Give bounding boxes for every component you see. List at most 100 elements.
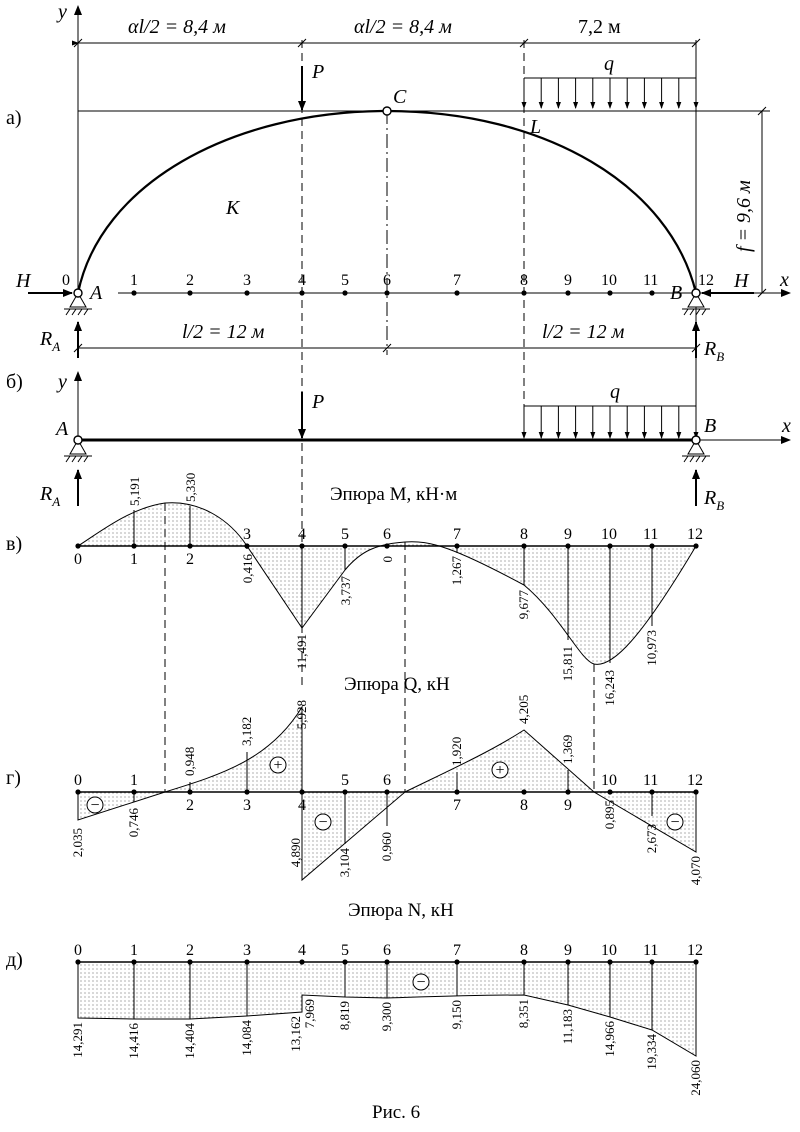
section-point bbox=[75, 959, 81, 965]
section-point bbox=[521, 789, 527, 795]
point-label: 1 bbox=[130, 272, 138, 289]
beam-label-b: B bbox=[704, 415, 716, 437]
axis-point bbox=[521, 290, 527, 296]
value-label: 24,060 bbox=[688, 1060, 703, 1096]
dim-label-left: αl/2 = 8,4 м bbox=[128, 16, 226, 38]
section-label: 4 bbox=[298, 797, 306, 814]
axis-point bbox=[384, 290, 390, 296]
section-point bbox=[454, 959, 460, 965]
beam-y-label: y bbox=[56, 371, 67, 393]
dim-label-mid: αl/2 = 8,4 м bbox=[354, 16, 452, 38]
shear-ordinates bbox=[133, 752, 653, 844]
point-label: 12 bbox=[698, 272, 714, 289]
section-point bbox=[454, 543, 460, 549]
value-label: 1,920 bbox=[449, 737, 464, 766]
section-label: 10 bbox=[601, 942, 617, 959]
rb-label-arch: RB bbox=[703, 338, 724, 364]
normal-area bbox=[77, 961, 697, 1057]
section-label: 9 bbox=[564, 526, 572, 543]
section-point bbox=[649, 959, 655, 965]
value-label: 5,330 bbox=[183, 473, 198, 502]
sign-circle bbox=[666, 813, 684, 831]
section-point bbox=[693, 543, 699, 549]
section-point bbox=[454, 789, 460, 795]
shear-signs: −+−+− bbox=[86, 756, 684, 831]
dim-label-right: 7,2 м bbox=[578, 16, 621, 38]
section-label: 0 bbox=[74, 772, 82, 789]
section-label: 6 bbox=[383, 526, 391, 543]
value-label: 3,182 bbox=[239, 717, 254, 746]
beam-x-label: x bbox=[781, 415, 791, 437]
sign-circle bbox=[314, 813, 332, 831]
value-label: 13,162 bbox=[288, 1016, 303, 1052]
section-label: 7 bbox=[453, 797, 461, 814]
section-point bbox=[693, 959, 699, 965]
section-point bbox=[521, 959, 527, 965]
point-label: 8 bbox=[520, 272, 528, 289]
section-point bbox=[244, 543, 250, 549]
section-point bbox=[187, 543, 193, 549]
beam-q-label: q bbox=[610, 381, 620, 403]
value-label: 0,948 bbox=[182, 747, 197, 776]
moment-title: Эпюра M, кН·м bbox=[330, 484, 457, 505]
value-label: 0,416 bbox=[240, 554, 255, 584]
section-label: 11 bbox=[643, 942, 658, 959]
section-point bbox=[565, 959, 571, 965]
extremum-guides bbox=[164, 503, 595, 792]
section-label: 11 bbox=[643, 772, 658, 789]
section-point bbox=[342, 789, 348, 795]
arch-x-label: x bbox=[779, 269, 789, 291]
force-p-label: P bbox=[311, 61, 324, 83]
axis-point bbox=[299, 290, 305, 296]
section-point bbox=[342, 543, 348, 549]
support-b bbox=[682, 288, 710, 316]
rise-label: f = 9,6 м bbox=[733, 180, 755, 252]
beam-support-b bbox=[682, 435, 710, 463]
section-label: 12 bbox=[687, 942, 703, 959]
normal-ordinates bbox=[133, 962, 653, 1030]
load-q-label: q bbox=[604, 53, 614, 75]
value-label: 3,737 bbox=[338, 576, 353, 606]
section-point bbox=[131, 789, 137, 795]
half-span-right: l/2 = 12 м bbox=[542, 321, 625, 343]
beam-ra-label: RA bbox=[39, 483, 60, 509]
section-label: 8 bbox=[520, 942, 528, 959]
distributed-load-q: q bbox=[521, 53, 699, 109]
panel-label-g: г) bbox=[6, 767, 21, 789]
value-label: 0,895 bbox=[602, 800, 617, 829]
section-label: 1 bbox=[130, 772, 138, 789]
section-point bbox=[649, 543, 655, 549]
panel-label-b: б) bbox=[6, 371, 23, 393]
section-point bbox=[187, 959, 193, 965]
value-label: 4,070 bbox=[688, 856, 703, 885]
value-label: 11,491 bbox=[294, 634, 309, 669]
section-point bbox=[384, 959, 390, 965]
section-label: 4 bbox=[298, 526, 306, 543]
value-label: 14,291 bbox=[70, 1022, 85, 1058]
sign-circle bbox=[269, 756, 287, 774]
section-label: 5 bbox=[341, 942, 349, 959]
section-point bbox=[607, 789, 613, 795]
sign-label: − bbox=[90, 797, 99, 814]
beam-load-q: q bbox=[521, 381, 699, 439]
beam-label-a: A bbox=[54, 418, 69, 440]
value-label: 5,928 bbox=[294, 700, 309, 729]
section-label: 10 bbox=[601, 772, 617, 789]
section-label: 0 bbox=[74, 942, 82, 959]
section-label: 2 bbox=[186, 797, 194, 814]
section-point bbox=[75, 789, 81, 795]
value-label: 9,300 bbox=[379, 1002, 394, 1031]
section-point bbox=[187, 789, 193, 795]
sign-label: − bbox=[670, 814, 679, 831]
value-label: 8,351 bbox=[516, 999, 531, 1028]
section-label: 2 bbox=[186, 551, 194, 568]
guide-lines bbox=[301, 40, 525, 690]
value-label: 14,416 bbox=[126, 1023, 141, 1059]
section-label: 12 bbox=[687, 772, 703, 789]
half-span-left: l/2 = 12 м bbox=[182, 321, 265, 343]
